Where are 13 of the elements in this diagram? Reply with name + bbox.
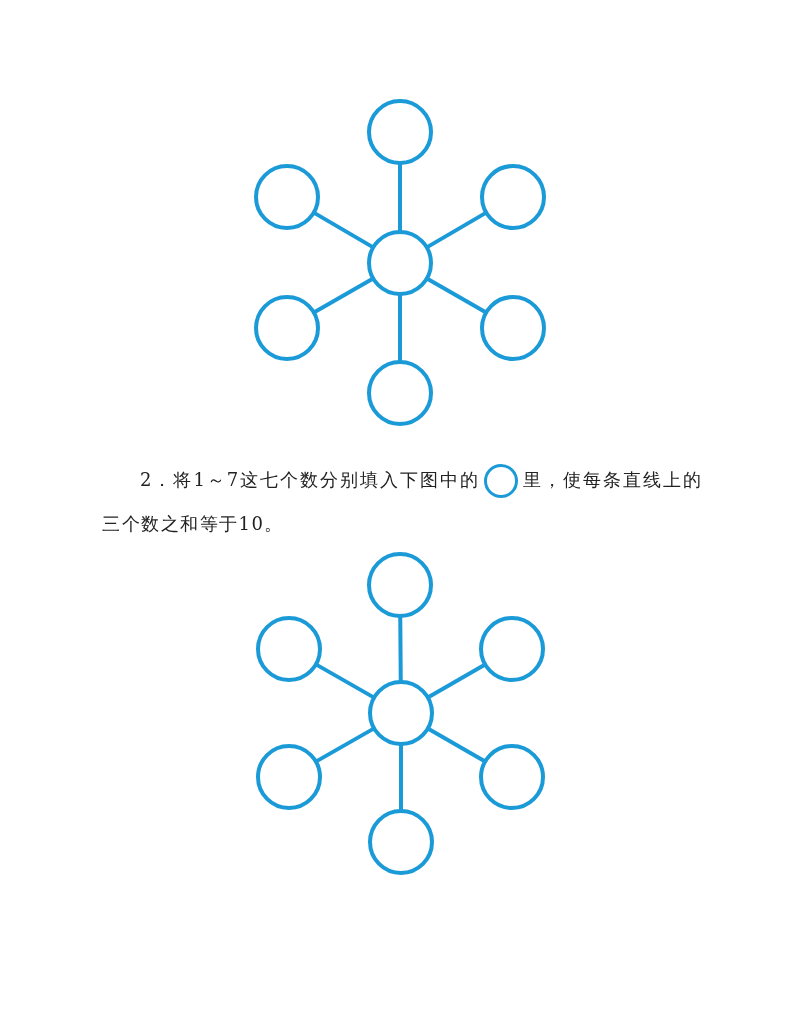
connector-line xyxy=(313,211,374,249)
question-text: 2．将1～7这七个数分别填入下图中的 里，使每条直线上的三个数之和等于10。 xyxy=(102,458,702,546)
connector-line xyxy=(426,277,487,314)
connector-line xyxy=(399,745,403,810)
connector-line xyxy=(398,617,403,681)
connector-line xyxy=(398,164,402,231)
connector-line xyxy=(315,727,375,763)
connector-line xyxy=(398,295,402,361)
connector-line xyxy=(427,663,486,699)
connector-line xyxy=(315,663,375,699)
connector-line xyxy=(427,727,486,763)
connector-line xyxy=(313,277,374,314)
connector-line xyxy=(426,211,487,249)
